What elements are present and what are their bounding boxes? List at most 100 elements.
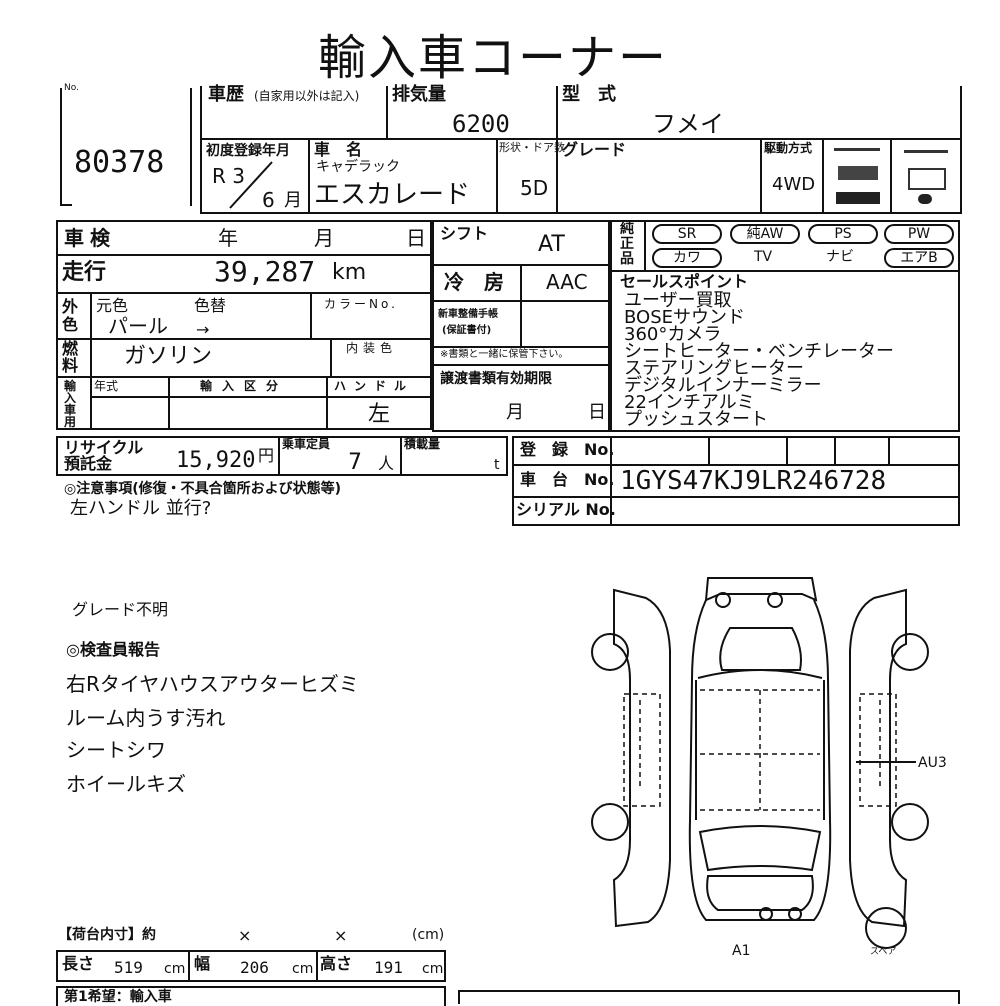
mileage-label: 走行 <box>62 260 107 285</box>
cargo-height-unit: cm <box>422 961 444 977</box>
car-body-outline <box>688 599 832 921</box>
caution-text: 左ハンドル 並行? <box>70 498 212 519</box>
cargo-width-label: 幅 <box>194 954 211 973</box>
drive-value: 4WD <box>772 174 816 195</box>
a1-label: A1 <box>732 943 751 959</box>
sales-point-item: プッシュスタート <box>624 409 768 430</box>
car-model: エスカレード <box>314 180 471 210</box>
bottom-partial-box-right <box>458 990 960 1004</box>
hood <box>706 875 814 911</box>
color-no-label: カラーNo. <box>324 297 398 311</box>
mileage-value: 39,287 <box>214 255 316 288</box>
displacement-value: 6200 <box>452 110 510 138</box>
tire-lf <box>591 803 629 841</box>
fuel-value: ガソリン <box>124 344 213 369</box>
cargo-x2: × <box>334 926 348 945</box>
recycle-value: 15,920 <box>176 448 256 473</box>
bottom-partial-text: 第1希望：輸入車 <box>64 989 172 1005</box>
drive-label: 駆動方式 <box>764 141 813 155</box>
shape-doors-label: 形状・ドア数 <box>499 141 565 154</box>
tire-rf <box>891 803 929 841</box>
sales-point-item: シートヒーター・ベンチレーター <box>624 341 894 362</box>
sales-point-item: 22インチアルミ <box>624 392 755 413</box>
transfer-docs-box <box>432 364 610 432</box>
color-orig-label: 元色 <box>96 296 129 315</box>
history-label: 車歴 <box>208 84 244 105</box>
equip-tv: TV <box>754 249 773 265</box>
handle-label: ハンドル <box>334 379 415 393</box>
first-reg-month-unit: 月 <box>284 190 302 211</box>
equip-navi: ナビ <box>826 249 854 265</box>
sales-points-label: セールスポイント <box>620 272 749 291</box>
recycle-label-2: 預託金 <box>64 454 113 473</box>
main-left-table <box>56 220 432 430</box>
load-unit: t <box>494 457 500 473</box>
mileage-unit: km <box>332 260 367 285</box>
grade-label: グレード <box>562 140 627 159</box>
sales-point-item: 360°カメラ <box>624 324 722 345</box>
equip-genuine-aw: 純AW <box>730 224 800 244</box>
inspector-item: 右Rタイヤハウスアウターヒズミ <box>66 672 359 696</box>
equip-airbag: エアB <box>884 248 954 268</box>
capacity-value: 7 <box>348 450 362 475</box>
new-car-docs-note: ※書類と一緒に保管下さい。 <box>440 349 569 360</box>
windshield <box>698 825 822 872</box>
equip-ps: PS <box>808 224 878 244</box>
aircon-value: AAC <box>546 270 588 294</box>
inspector-item: ホイールキズ <box>66 772 186 796</box>
color-change-label: 色替 <box>194 296 227 315</box>
cargo-length-label: 長さ <box>62 954 95 973</box>
import-year-label: 年式 <box>94 379 119 393</box>
inspection-year: 年 <box>218 226 238 250</box>
new-car-docs-sub: (保証書付) <box>442 325 492 336</box>
recycle-row <box>56 436 508 476</box>
caution-label: ◎注意事項(修復・不具合箇所および状態等) <box>64 481 342 497</box>
inspection-day: 日 <box>406 226 426 250</box>
sales-point-item: BOSEサウンド <box>624 307 745 328</box>
lot-bracket-left <box>60 88 62 206</box>
color-arrow: → <box>196 320 210 339</box>
capacity-label: 乗車定員 <box>282 437 331 451</box>
cargo-length-value: 519 <box>114 958 143 977</box>
shift-value: AT <box>538 232 565 257</box>
load-label: 積載量 <box>404 437 441 451</box>
equipment-label: 純正品 <box>620 221 634 267</box>
car-name-label: 車 名 <box>314 140 363 159</box>
spare-tire <box>865 907 907 949</box>
registration-label: 登 録 No. <box>520 440 615 459</box>
transfer-docs-month: 月 <box>506 402 524 423</box>
transfer-docs-label: 譲渡書類有効期限 <box>440 371 552 387</box>
first-reg-month: 6 <box>262 188 275 212</box>
rear-window <box>719 627 802 671</box>
bottom-partial-box-left <box>56 986 446 1006</box>
lot-bracket-bottom <box>60 204 72 206</box>
no-label: No. <box>64 83 79 93</box>
sales-points-box <box>610 270 960 432</box>
sales-point-item: デジタルインナーミラー <box>624 375 822 396</box>
stamp-mark-2 <box>898 146 954 208</box>
right-side-panel <box>849 588 908 928</box>
header-top-block <box>200 86 962 214</box>
inspection-label: 車検 <box>64 226 116 250</box>
equip-pw: PW <box>884 224 954 244</box>
cargo-label: 【荷台内寸】約 <box>58 927 156 943</box>
displacement-label: 排気量 <box>392 84 446 105</box>
transfer-docs-day: 日 <box>588 402 606 423</box>
aircon-label: 冷 房 <box>444 270 504 294</box>
car-damage-diagram <box>591 577 929 949</box>
cargo-x1: × <box>238 926 252 945</box>
chassis-value: 1GYS47KJ9LR246728 <box>620 466 887 496</box>
fuel-label: 燃料 <box>62 339 79 375</box>
chassis-label: 車 台 No. <box>520 470 615 489</box>
tire-lr <box>591 633 629 671</box>
grade-note: グレード不明 <box>72 600 169 619</box>
first-reg-label: 初度登録年月 <box>206 143 290 159</box>
cargo-height-value: 191 <box>374 958 403 977</box>
car-maker: キャデラック <box>316 159 400 175</box>
inspector-label: ◎検査員報告 <box>66 640 160 659</box>
history-note: (自家用以外は記入) <box>254 89 360 103</box>
lot-divider <box>190 88 192 206</box>
inspector-item: ルーム内うす汚れ <box>66 706 226 730</box>
rear-bumper <box>704 577 818 602</box>
cargo-width-unit: cm <box>292 961 314 977</box>
